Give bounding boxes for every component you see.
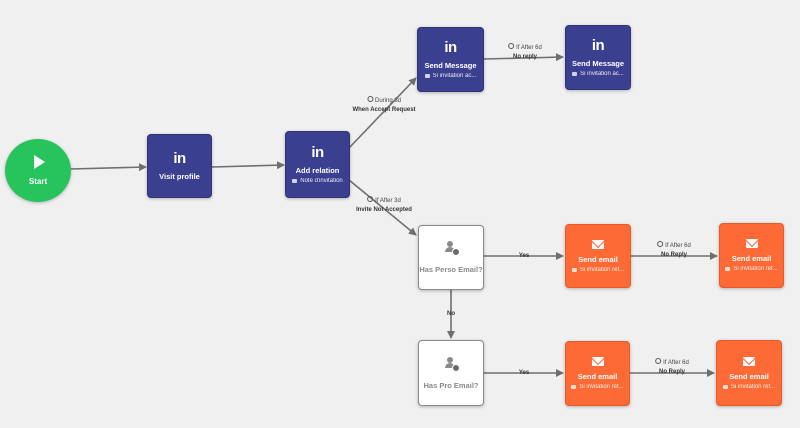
note-icon	[571, 385, 577, 389]
edge-addrelation-hasperso	[348, 179, 417, 236]
edge-label-text: When Accept Request	[352, 107, 416, 113]
mail-icon	[592, 239, 604, 249]
timer-text: During 3d	[352, 96, 415, 106]
edge-label-during-3d: During 3d When Accept Request	[352, 96, 416, 115]
note-icon	[725, 267, 731, 271]
node-title: Send email	[578, 254, 618, 264]
timer-text: If After 6d	[655, 358, 689, 368]
linkedin-icon: in	[311, 144, 324, 161]
mail-icon	[591, 357, 604, 366]
mail-icon	[745, 239, 758, 248]
edge-sendmessage-sendmessage	[483, 53, 564, 62]
user-check-icon	[444, 241, 460, 256]
note-icon	[722, 384, 728, 389]
linkedin-icon: in	[173, 150, 186, 167]
has-pro-email-condition[interactable]: Has Pro Email?	[418, 340, 484, 406]
edge-label-text: Yes	[518, 253, 530, 259]
timer-text: If After 3d	[356, 196, 412, 206]
edge-label-text: Invite Not Accepted	[356, 207, 412, 213]
send-message-node-2[interactable]: in Send Message Si invitation ac...	[565, 25, 631, 90]
node-title: Has Pro Email?	[423, 380, 479, 390]
edge-visit-addrelation	[211, 161, 285, 170]
note-icon	[571, 267, 577, 272]
node-subtitle: Si invitation ac...	[424, 73, 476, 79]
node-subtitle: Si invitation ref...	[571, 267, 624, 273]
timer-text: If After 6d	[508, 43, 542, 53]
node-title: Send email	[729, 371, 769, 381]
user-check-icon	[444, 356, 460, 372]
node-title: Has Perso Email?	[419, 265, 483, 274]
node-title: Send Message	[424, 61, 477, 70]
node-subtitle: Si invitation ref...	[722, 384, 775, 390]
edge-label-text: No Reply	[658, 369, 685, 375]
visit-profile-node[interactable]: in Visit profile	[147, 134, 212, 198]
node-title: Send Message	[571, 59, 625, 68]
send-email-node-4[interactable]: Send email Si invitation ref...	[716, 340, 782, 406]
edge-label-no: No	[447, 310, 455, 319]
linkedin-icon: in	[591, 37, 605, 54]
start-label: Start	[28, 177, 48, 186]
edge-label-text: No	[447, 311, 455, 317]
send-email-node-2[interactable]: Send email Si invitation ref...	[719, 223, 784, 288]
node-subtitle: Si invitation ac...	[572, 71, 624, 77]
node-subtitle: Si invitation ref...	[725, 266, 778, 272]
clock-icon	[657, 241, 664, 248]
clock-icon	[508, 43, 515, 50]
send-email-node-3[interactable]: Send email Si invitation ref...	[565, 341, 630, 406]
node-subtitle: Note d'invitation	[292, 178, 343, 184]
has-perso-email-condition[interactable]: Has Perso Email?	[418, 225, 484, 290]
edge-label-yes-1: Yes	[519, 252, 529, 261]
edge-label-text: Yes	[518, 370, 530, 376]
linkedin-icon: in	[444, 39, 457, 56]
edge-label-if-after-6d-top: If After 6d No reply	[508, 43, 542, 62]
edge-start-visit	[70, 163, 147, 172]
node-title: Send email	[577, 372, 618, 381]
edge-label-text: No reply	[512, 54, 537, 60]
send-message-node-1[interactable]: in Send Message Si invitation ac...	[417, 27, 484, 92]
clock-icon	[367, 196, 374, 203]
edge-label-if-after-3d: If After 3d Invite Not Accepted	[356, 196, 412, 215]
clock-icon	[366, 96, 373, 103]
node-title: Visit profile	[159, 172, 200, 181]
start-node[interactable]: Start	[5, 139, 71, 202]
node-title: Add relation	[295, 166, 340, 175]
note-icon	[424, 74, 430, 78]
edge-addrelation-sendmessage	[348, 77, 417, 149]
play-icon	[34, 155, 45, 169]
add-relation-node[interactable]: in Add relation Note d'invitation	[285, 131, 350, 198]
note-icon	[572, 72, 578, 76]
node-title: Send email	[731, 254, 772, 263]
send-email-node-1[interactable]: Send email Si invitation ref...	[565, 224, 631, 288]
edge-label-yes-2: Yes	[519, 369, 529, 378]
edge-label-if-after-6d-mid: If After 6d No Reply	[657, 241, 691, 260]
edge-label-if-after-6d-bot: If After 6d No Reply	[655, 358, 689, 377]
node-subtitle: Si invitation ref...	[571, 384, 624, 390]
note-icon	[292, 179, 298, 183]
mail-icon	[743, 356, 755, 366]
timer-text: If After 6d	[657, 241, 691, 251]
clock-icon	[655, 358, 662, 365]
edge-label-text: No Reply	[660, 252, 687, 258]
